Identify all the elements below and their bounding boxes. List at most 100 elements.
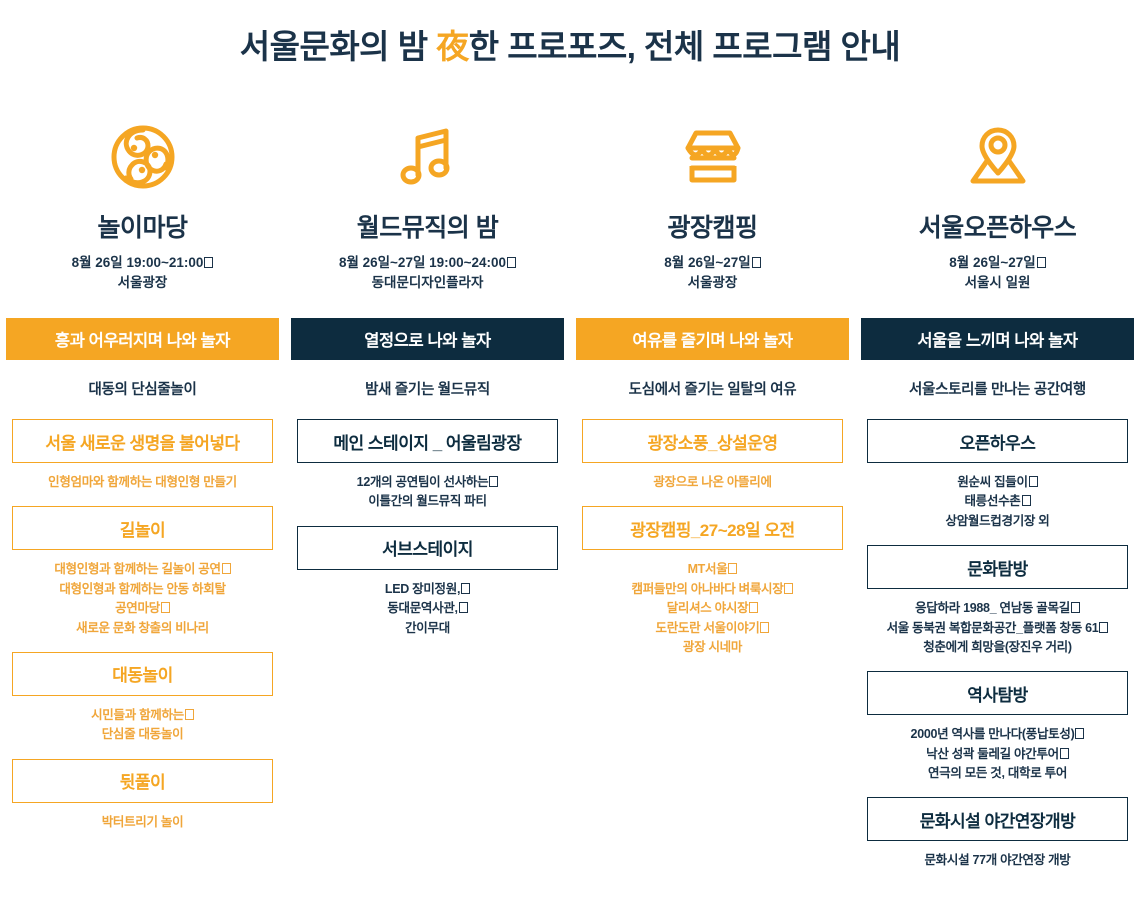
item-desc-line: 상암월드컵경기장 외 (945, 513, 1050, 528)
program-item-box[interactable]: 광장캠핑_27~28일 오전 (582, 506, 843, 551)
program-item-description: 문화시설 77개 야간연장 개방 (867, 851, 1128, 870)
item-desc-line: 낙산 성곽 둘레길 야간투어 (867, 745, 1128, 764)
box-glyph-icon (1028, 476, 1038, 487)
item-desc-line: 달리셔스 야시장 (582, 599, 843, 618)
program-item-description: 광장으로 나온 아뜰리에 (582, 473, 843, 492)
program-item-box[interactable]: 문화탐방 (867, 545, 1128, 590)
item-desc-line: 도란도란 서울이야기 (582, 619, 843, 638)
program-item-title: 메인 스테이지 _ 어울림광장 (333, 433, 522, 453)
program-item-description: LED 장미정원,동대문역사관,간이무대 (297, 580, 558, 638)
program-item-box[interactable]: 길놀이 (12, 506, 273, 551)
program-item-box[interactable]: 문화시설 야간연장개방 (867, 797, 1128, 842)
music-note-icon (297, 118, 558, 196)
box-glyph-icon (1021, 495, 1031, 507)
program-item-box[interactable]: 대동놀이 (12, 651, 273, 696)
item-desc-line: 청춘에게 희망을(장진우 거리) (923, 639, 1072, 654)
column-banner: 열정으로 나와 놀자 (291, 318, 564, 360)
column-title: 월드뮤직의 밤 (356, 214, 499, 242)
box-glyph-icon (1036, 257, 1046, 268)
box-glyph-icon (204, 257, 214, 268)
program-item-title: 서브스테이지 (382, 540, 473, 560)
box-glyph-icon (489, 476, 499, 487)
column-banner-subtitle: 서울스토리를 만나는 공간여행 (909, 382, 1086, 398)
column-banner: 흥과 어우러지며 나와 놀자 (6, 318, 279, 360)
page-title-after: 한 프로포즈, 전체 프로그램 안내 (468, 28, 901, 65)
item-desc-line: 태릉선수촌 (867, 492, 1128, 511)
map-pin-icon (867, 118, 1128, 196)
page-title-accent-hanja: 夜 (436, 28, 469, 65)
item-desc-line: 동대문역사관, (297, 599, 558, 618)
program-item-title: 길놀이 (119, 520, 166, 540)
item-desc-line: 광장으로 나온 아뜰리에 (653, 475, 772, 489)
program-item-title: 서울 새로운 생명을 불어넣다 (45, 433, 240, 453)
item-desc-line: MT서울 (582, 560, 843, 579)
box-glyph-icon (1059, 747, 1069, 759)
program-item-box[interactable]: 역사탐방 (867, 671, 1128, 716)
program-item-box[interactable]: 뒷풀이 (12, 758, 273, 803)
item-desc-line: 박터트리기 놀이 (101, 814, 184, 829)
column-banner-subtitle: 밤새 즐기는 월드뮤직 (365, 382, 490, 398)
program-item-title: 오픈하우스 (959, 433, 1036, 453)
program-item-box[interactable]: 서브스테이지 (297, 525, 558, 570)
box-glyph-icon (760, 621, 770, 633)
column-banner-subtitle: 도심에서 즐기는 일탈의 여유 (628, 382, 797, 398)
page-title-before: 서울문화의 밤 (239, 28, 437, 65)
item-desc-line: 응답하라 1988_ 연남동 골목길 (867, 599, 1128, 618)
item-desc-line: 간이무대 (405, 620, 450, 635)
item-desc-line: 대형인형과 함께하는 안동 하회탈 (59, 581, 226, 596)
box-glyph-icon (728, 563, 738, 575)
item-desc-line: 서울 동북권 복합문화공간_플랫폼 창동 61 (867, 619, 1128, 638)
program-item-box[interactable]: 오픈하우스 (867, 419, 1128, 463)
column-banner: 서울을 느끼며 나와 놀자 (861, 318, 1134, 360)
box-glyph-icon (184, 708, 194, 720)
item-desc-line: 캠퍼들만의 아나바다 벼룩시장 (582, 580, 843, 599)
item-desc-line: 공연마당 (12, 599, 273, 618)
page-title: 서울문화의 밤 夜한 프로포즈, 전체 프로그램 안내 (0, 20, 1140, 68)
program-item-box[interactable]: 서울 새로운 생명을 불어넣다 (12, 419, 273, 463)
program-item-title: 문화탐방 (967, 559, 1028, 579)
program-item-box[interactable]: 메인 스테이지 _ 어울림광장 (297, 419, 558, 463)
program-item-box[interactable]: 광장소풍_상설운영 (582, 419, 843, 463)
program-item-description: 박터트리기 놀이 (12, 813, 273, 832)
item-desc-line: 원순씨 집들이 (867, 473, 1128, 492)
program-item-title: 문화시설 야간연장개방 (919, 811, 1076, 831)
box-glyph-icon (160, 602, 170, 614)
column-title: 서울오픈하우스 (918, 214, 1077, 242)
item-desc-line: 12개의 공연팀이 선사하는 (297, 473, 558, 492)
item-desc-line: 2000년 역사를 만나다(풍납토성) (867, 725, 1128, 744)
box-glyph-icon (507, 257, 517, 268)
item-desc-line: 새로운 문화 창출의 비나리 (76, 620, 209, 635)
item-desc-line: 시민들과 함께하는 (12, 706, 273, 725)
box-glyph-icon (749, 602, 759, 614)
